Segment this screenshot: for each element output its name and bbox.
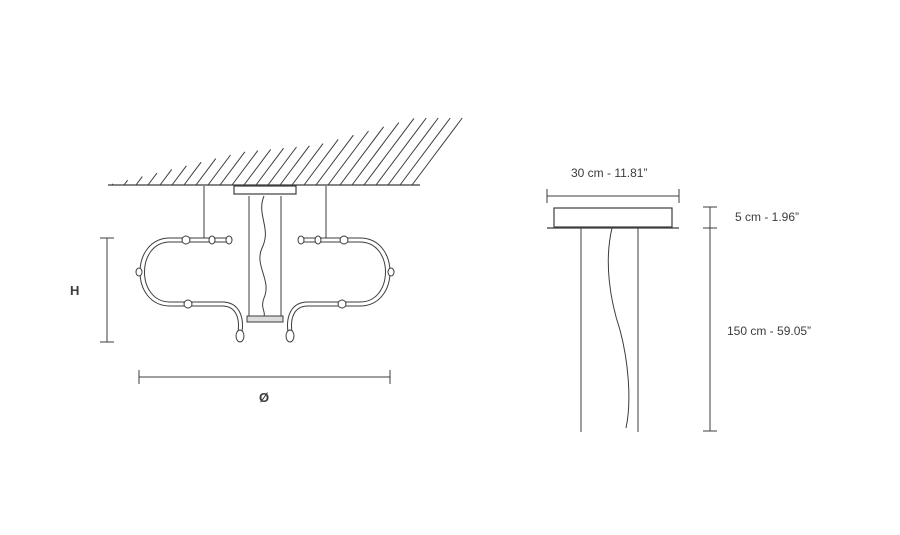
hatch-line xyxy=(303,139,339,186)
hatch-line xyxy=(219,151,246,186)
hatch-line xyxy=(267,146,297,186)
diameter-label: Ø xyxy=(259,390,269,405)
hatch-line xyxy=(291,143,324,186)
side-view xyxy=(546,189,717,432)
arm-joints xyxy=(135,235,395,309)
hatch-line xyxy=(135,176,143,186)
joint-right-upper-2 xyxy=(314,235,322,245)
hatch-line xyxy=(279,145,310,186)
bulb-left xyxy=(235,329,245,343)
hatch-line xyxy=(159,169,173,186)
central-tube-base xyxy=(246,315,284,323)
hatch-line xyxy=(399,117,451,186)
left-arm-end-cap xyxy=(225,235,233,245)
joint-right-upper xyxy=(339,235,349,245)
hatch-line xyxy=(171,165,187,186)
drop-length-label: 150 cm - 59.05” xyxy=(727,324,811,338)
side-canopy xyxy=(553,207,673,228)
hatch-line xyxy=(231,150,259,186)
canopy-plate xyxy=(233,185,297,195)
ceiling-hatch xyxy=(111,117,463,186)
canopy-width-label: 30 cm - 11.81” xyxy=(571,166,647,180)
right-arm-inner xyxy=(287,241,386,333)
joint-left-lower xyxy=(183,299,193,309)
hatch-line xyxy=(207,154,231,186)
joint-left-upper-2 xyxy=(208,235,216,245)
joint-right-lower xyxy=(337,299,347,309)
right-arm-end-cap xyxy=(297,235,305,245)
hatch-line xyxy=(195,158,217,186)
left-arm-inner xyxy=(144,241,243,333)
hatch-line xyxy=(351,122,400,186)
joint-left-side xyxy=(135,267,143,277)
hatch-line xyxy=(387,117,439,186)
hatch-line xyxy=(315,134,354,186)
hatch-line xyxy=(255,147,285,186)
hatch-line xyxy=(147,172,158,186)
hatch-line xyxy=(183,161,202,186)
power-cable xyxy=(259,195,267,317)
hatch-line xyxy=(327,130,369,186)
hatch-line xyxy=(123,179,128,186)
hatch-line xyxy=(375,117,427,186)
height-label: H xyxy=(70,283,79,298)
hatch-line xyxy=(411,117,463,186)
canopy-height-label: 5 cm - 1.96” xyxy=(735,210,799,224)
joint-left-upper xyxy=(181,235,191,245)
joint-right-side xyxy=(387,267,395,277)
right-arm-outer xyxy=(291,237,391,333)
hatch-line xyxy=(363,118,415,186)
side-power-cable xyxy=(607,227,630,429)
hatch-line xyxy=(339,126,385,186)
bulb-right xyxy=(285,329,295,343)
hatch-line xyxy=(243,149,272,186)
front-view xyxy=(100,117,463,384)
hatch-line xyxy=(111,183,114,186)
left-arm-outer xyxy=(139,237,239,333)
